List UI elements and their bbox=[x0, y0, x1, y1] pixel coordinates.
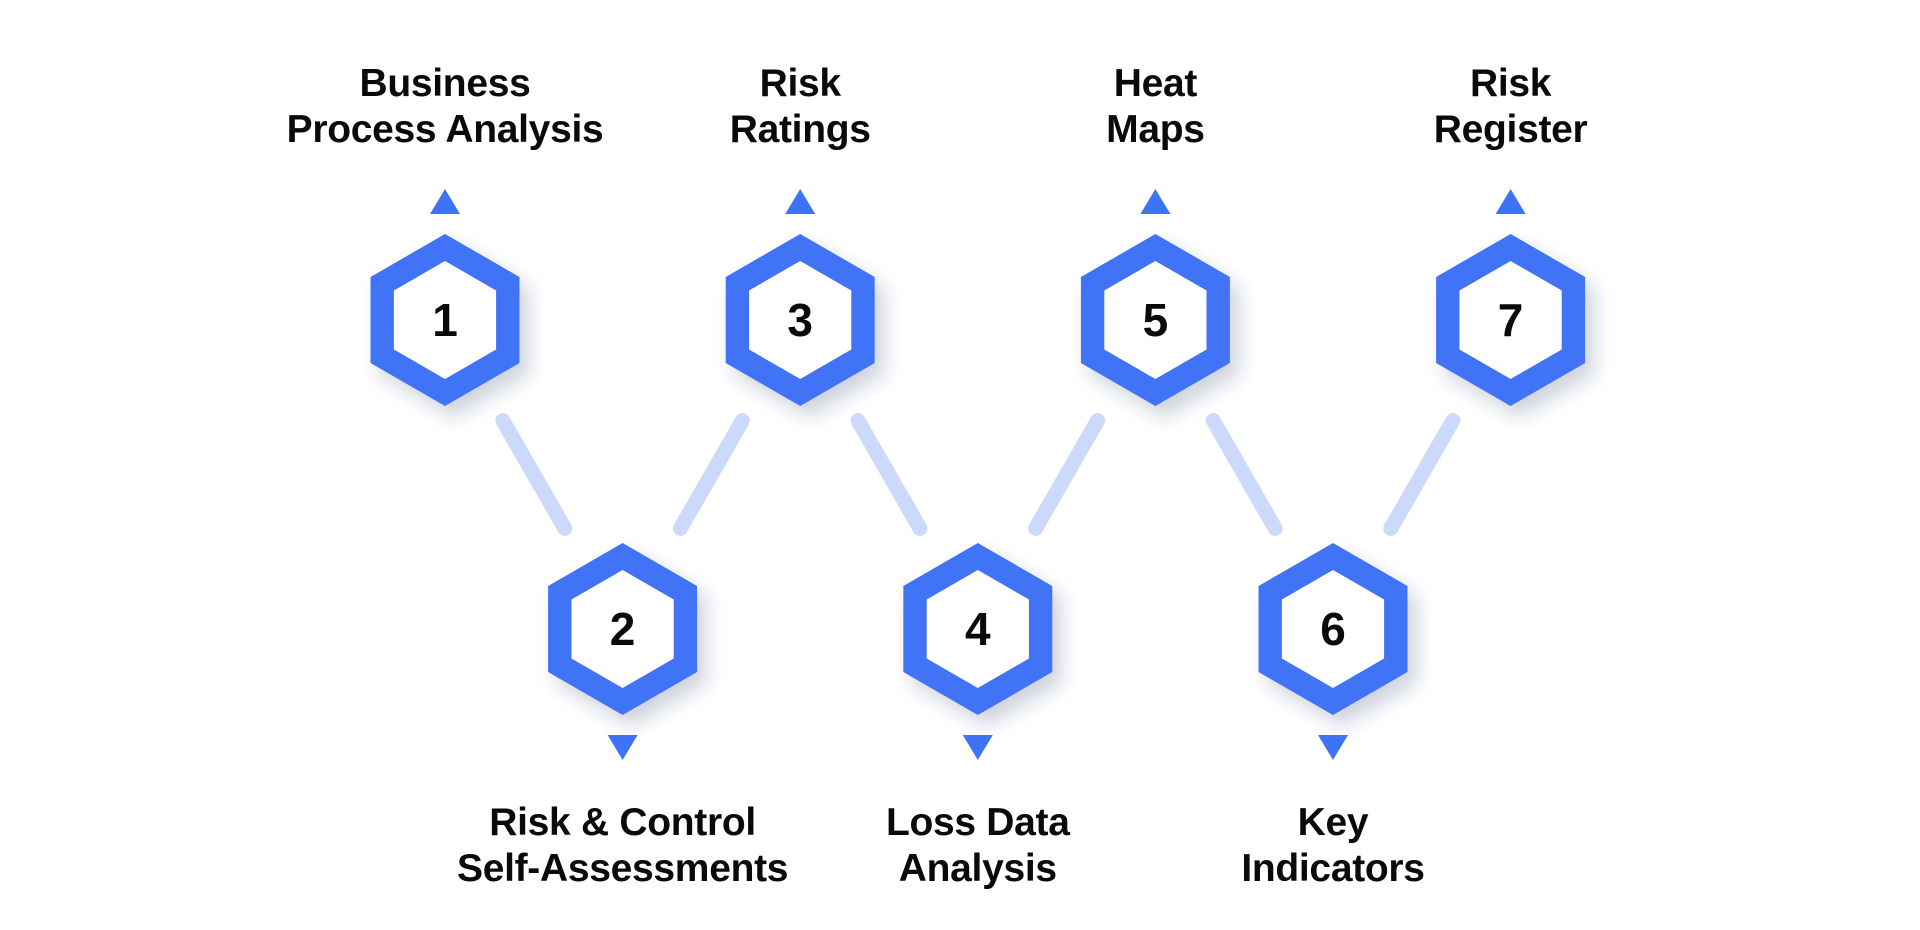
step-number: 4 bbox=[965, 603, 991, 655]
arrow-down-icon bbox=[607, 735, 638, 760]
hexagon-inner bbox=[1104, 261, 1207, 379]
step-number: 1 bbox=[432, 294, 458, 346]
step-number: 3 bbox=[787, 294, 813, 346]
hexagon-inner bbox=[1281, 570, 1385, 688]
arrow-up-icon bbox=[1495, 189, 1526, 214]
step-node-2: 2 bbox=[548, 543, 698, 760]
step-node-7: 7 bbox=[1436, 189, 1586, 406]
arrow-up-icon bbox=[785, 189, 816, 214]
step-label-line: Loss Data bbox=[885, 801, 1070, 844]
step-label-line: Heat bbox=[1113, 62, 1198, 105]
step-label-line: Risk bbox=[1470, 62, 1552, 105]
step-label-line: Risk & Control bbox=[489, 801, 756, 844]
connector-2-3 bbox=[672, 413, 750, 536]
step-node-3: 3 bbox=[725, 189, 875, 406]
step-node-5: 5 bbox=[1080, 189, 1230, 406]
step-node-6: 6 bbox=[1258, 543, 1408, 760]
hexagon-inner bbox=[926, 570, 1029, 688]
step-label-line: Register bbox=[1433, 108, 1588, 151]
step-nodes: 1 2 3 4 5 6 7 bbox=[370, 189, 1586, 760]
hexagon-inner bbox=[1459, 261, 1562, 379]
arrow-down-icon bbox=[962, 735, 993, 760]
connector-1-2 bbox=[495, 413, 573, 536]
connector-4-5 bbox=[1028, 413, 1106, 536]
arrow-down-icon bbox=[1318, 735, 1348, 760]
connector-3-4 bbox=[850, 413, 928, 536]
connector-6-7 bbox=[1383, 413, 1461, 536]
step-label-line: Maps bbox=[1106, 108, 1205, 151]
step-label-line: Self-Assessments bbox=[456, 847, 789, 890]
step-number: 6 bbox=[1320, 603, 1346, 655]
step-number: 7 bbox=[1498, 294, 1524, 346]
step-label-line: Ratings bbox=[729, 108, 871, 151]
step-label-line: Process Analysis bbox=[286, 108, 604, 151]
connector-5-6 bbox=[1205, 413, 1283, 536]
step-node-4: 4 bbox=[903, 543, 1053, 760]
hexagon-inner bbox=[571, 570, 674, 688]
hexagon-inner bbox=[393, 261, 497, 379]
connector-lines bbox=[495, 413, 1461, 536]
arrow-up-icon bbox=[1140, 189, 1171, 214]
step-label-line: Risk bbox=[759, 62, 841, 105]
step-label-line: Business bbox=[359, 62, 531, 105]
hexagon-inner bbox=[749, 261, 852, 379]
step-node-1: 1 bbox=[370, 189, 520, 406]
arrow-up-icon bbox=[430, 189, 460, 214]
step-label-line: Indicators bbox=[1241, 847, 1425, 890]
step-label-line: Analysis bbox=[898, 847, 1057, 890]
step-label-line: Key bbox=[1297, 801, 1369, 844]
step-number: 5 bbox=[1143, 294, 1169, 346]
step-number: 2 bbox=[610, 603, 636, 655]
